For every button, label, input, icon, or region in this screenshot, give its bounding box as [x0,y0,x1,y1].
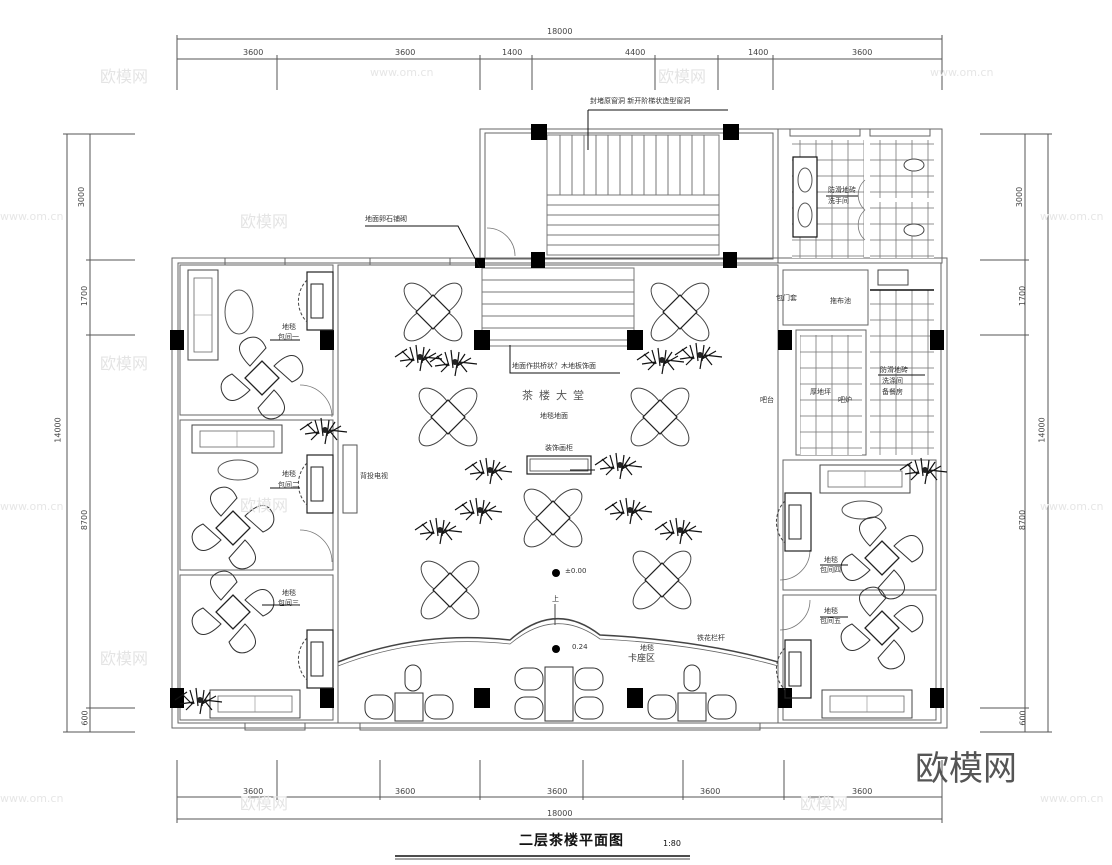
booth-seating [364,664,737,722]
watermark-url: www.om.cn [0,210,64,223]
dim-right-seg: 3000 [1015,186,1025,208]
tv-label: 背投电视 [360,472,388,480]
watermark-url: www.om.cn [370,66,434,79]
dim-left-seg: 600 [80,710,90,726]
dim-bottom-seg: 3600 [852,787,873,796]
watermark: 欧模网 [800,794,849,813]
counter-room: 厚地坪 [810,388,831,396]
room-name: 卡座区 [628,654,656,664]
dim-right-seg: 600 [1018,710,1028,726]
dim-top-total: 18000 [547,27,573,36]
doors [299,179,866,631]
watermark: 欧模网 [240,212,289,231]
watermark-url: www.om.cn [1040,500,1104,513]
brand-logo: 欧模网 [915,749,1017,789]
door-label: 包门套 [776,294,797,302]
washroom-name: 洗手间 [828,197,849,205]
watermark-url: www.om.cn [0,792,64,805]
dim-left-seg: 1700 [80,285,90,307]
dim-bottom-seg: 3600 [243,787,264,796]
watermark: 欧模网 [100,649,149,668]
floor-note: 地面作拱桥状？木地板饰面 [512,362,596,370]
dim-top-seg: 1400 [748,48,769,57]
stair-note: 封堵原窗洞 新开阶梯状造型窗洞 [590,97,691,105]
room-floor: 地毯 [282,589,296,597]
level-main: ±0.00 [565,567,587,575]
feature-wall: 装饰画柜 [545,444,573,452]
dim-bottom-seg: 3600 [700,787,721,796]
bar-counter: 吧台 [760,396,774,404]
room-name: 包间三 [278,599,299,607]
dimension-lines [63,35,1052,823]
hall-name: 茶楼大堂 [522,389,590,402]
dim-top-seg: 3600 [395,48,416,57]
dim-left-seg: 8700 [80,509,90,531]
dim-top-seg: 4400 [625,48,646,57]
level-booth: 0.24 [572,643,588,651]
columns [170,124,944,708]
watermark: 欧模网 [658,67,707,86]
watermark: 欧模网 [240,496,289,515]
dim-left-total: 14000 [53,417,63,443]
room-name: 包间四 [820,566,841,574]
watermark: 欧模网 [100,67,149,86]
room-floor: 地毯 [640,644,654,652]
dim-top-seg: 3600 [852,48,873,57]
dim-bottom-seg: 3600 [395,787,416,796]
hall-floor: 地毯地面 [540,412,568,420]
watermark: 欧模网 [100,354,149,373]
room-floor: 地毯 [282,470,296,478]
pebble-note: 地面卵石铺砌 [365,215,407,223]
drawing-title: 二层茶楼平面图 [519,833,624,849]
dim-right-total: 14000 [1037,417,1047,443]
watermark-url: www.om.cn [930,66,994,79]
sink-label: 拖布池 [830,297,851,305]
drawing-scale: 1:80 [663,839,681,848]
utility-floor: 防滑地砖 [880,366,908,374]
up-label: 上 [552,595,559,603]
watermark-url: www.om.cn [0,500,64,513]
railing-label: 铁花栏杆 [697,634,725,642]
dim-left-seg: 3000 [77,186,87,208]
room-floor: 地毯 [824,607,838,615]
dim-top-seg: 3600 [243,48,264,57]
utility-b: 备餐房 [882,388,903,396]
dim-right-seg: 1700 [1018,285,1028,307]
dim-right-seg: 8700 [1018,509,1028,531]
leader-lines [262,109,925,618]
watermark-url: www.om.cn [1040,210,1104,223]
room-floor: 地毯 [282,323,296,331]
utility-a: 洗涤间 [882,377,903,385]
bar-equipment: 吧炉 [838,396,852,404]
watermark: 欧模网 [240,794,289,813]
kitchen-tiles [870,290,934,455]
room-name: 包间一 [278,333,299,341]
washroom-floor: 防滑地砖 [828,186,856,194]
room-name: 包间二 [278,481,299,489]
dim-bottom-seg: 3600 [547,787,568,796]
dim-bottom-total: 18000 [547,809,573,818]
room-floor: 地毯 [824,556,838,564]
stairs [481,134,720,347]
watermark-url: www.om.cn [1040,792,1104,805]
room-name: 包间五 [820,617,841,625]
dim-top-seg: 1400 [502,48,523,57]
